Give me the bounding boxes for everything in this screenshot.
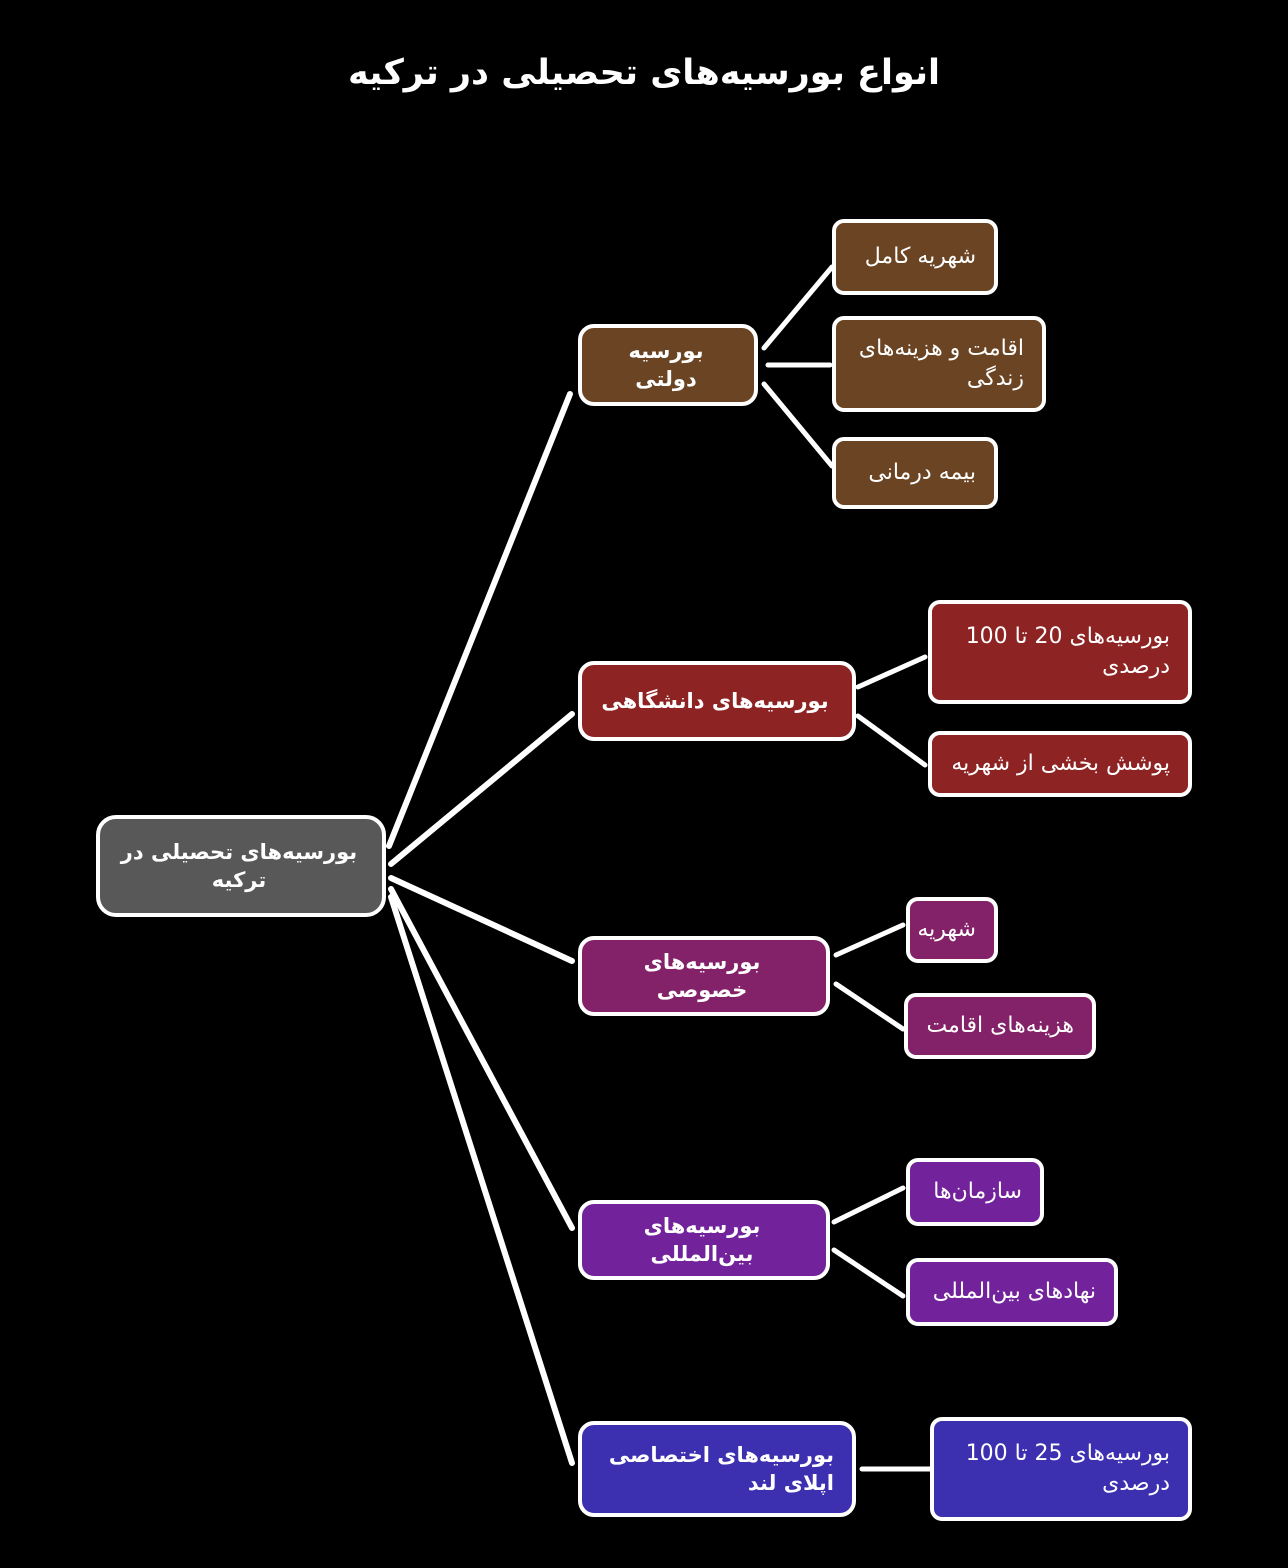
link-branch-2-child-2: [855, 713, 928, 768]
node-branch-governmental[interactable]: بورسیه دولتی: [578, 324, 758, 406]
link-branch-1-child-3: [761, 381, 835, 469]
node-leaf-tuition-label: شهریه: [917, 917, 976, 943]
node-branch-applyland-label: بورسیه‌های اختصاصی اپلای لند: [608, 1442, 834, 1495]
node-leaf-health-insurance[interactable]: بیمه درمانی: [832, 437, 998, 509]
node-branch-international[interactable]: بورسیه‌های بین‌المللی: [578, 1200, 830, 1280]
link-root-branch-5: [388, 894, 575, 1466]
link-root-branch-2: [388, 711, 575, 867]
link-branch-2-child-1: [855, 654, 928, 690]
page-title: انواع بورسیه‌های تحصیلی در ترکیه: [347, 53, 941, 93]
node-leaf-health-insurance-label: بیمه درمانی: [868, 460, 976, 486]
node-leaf-international-institutions[interactable]: نهادهای بین‌المللی: [906, 1258, 1118, 1326]
node-leaf-25-to-100-percent-label: بورسیه‌های 25 تا 100 درصدی: [965, 1441, 1170, 1496]
node-branch-international-label: بورسیه‌های بین‌المللی: [643, 1213, 761, 1266]
link-branch-3-child-2: [833, 981, 906, 1032]
node-leaf-international-institutions-label: نهادهای بین‌المللی: [932, 1279, 1096, 1305]
node-leaf-20-to-100-percent-label: بورسیه‌های 20 تا 100 درصدی: [965, 624, 1170, 679]
node-leaf-accommodation-costs[interactable]: هزینه‌های اقامت: [904, 993, 1096, 1059]
link-branch-4-child-1: [831, 1185, 906, 1225]
node-leaf-partial-tuition-coverage[interactable]: پوشش بخشی از شهریه: [928, 731, 1192, 797]
node-leaf-accommodation-living-label: اقامت و هزینه‌های زندگی: [858, 336, 1024, 391]
node-leaf-tuition[interactable]: شهریه: [906, 897, 998, 963]
node-branch-university[interactable]: بورسیه‌های دانشگاهی: [578, 661, 856, 741]
node-leaf-full-tuition[interactable]: شهریه کامل: [832, 219, 998, 295]
node-branch-governmental-label: بورسیه دولتی: [628, 338, 704, 391]
node-branch-applyland[interactable]: بورسیه‌های اختصاصی اپلای لند: [578, 1421, 856, 1517]
link-branch-1-child-1: [761, 264, 835, 351]
node-leaf-organizations-label: سازمان‌ها: [933, 1179, 1022, 1205]
node-leaf-full-tuition-label: شهریه کامل: [864, 244, 976, 270]
node-leaf-accommodation-living[interactable]: اقامت و هزینه‌های زندگی: [832, 316, 1046, 412]
node-leaf-partial-tuition-coverage-label: پوشش بخشی از شهریه: [951, 751, 1170, 777]
node-leaf-25-to-100-percent[interactable]: بورسیه‌های 25 تا 100 درصدی: [930, 1417, 1192, 1521]
node-leaf-organizations[interactable]: سازمان‌ها: [906, 1158, 1044, 1226]
node-leaf-accommodation-costs-label: هزینه‌های اقامت: [926, 1013, 1074, 1039]
link-root-branch-1: [386, 391, 573, 849]
node-branch-private[interactable]: بورسیه‌های خصوصی: [578, 936, 830, 1016]
node-branch-private-label: بورسیه‌های خصوصی: [643, 949, 761, 1002]
node-root-label: بورسیه‌های تحصیلی در ترکیه: [120, 839, 358, 892]
node-branch-university-label: بورسیه‌های دانشگاهی: [601, 688, 829, 713]
node-leaf-20-to-100-percent[interactable]: بورسیه‌های 20 تا 100 درصدی: [928, 600, 1192, 704]
link-branch-3-child-1: [833, 922, 906, 958]
link-branch-4-child-2: [831, 1247, 906, 1299]
link-root-branch-4: [388, 886, 575, 1231]
node-root[interactable]: بورسیه‌های تحصیلی در ترکیه: [96, 815, 386, 917]
link-root-branch-3: [388, 875, 575, 964]
